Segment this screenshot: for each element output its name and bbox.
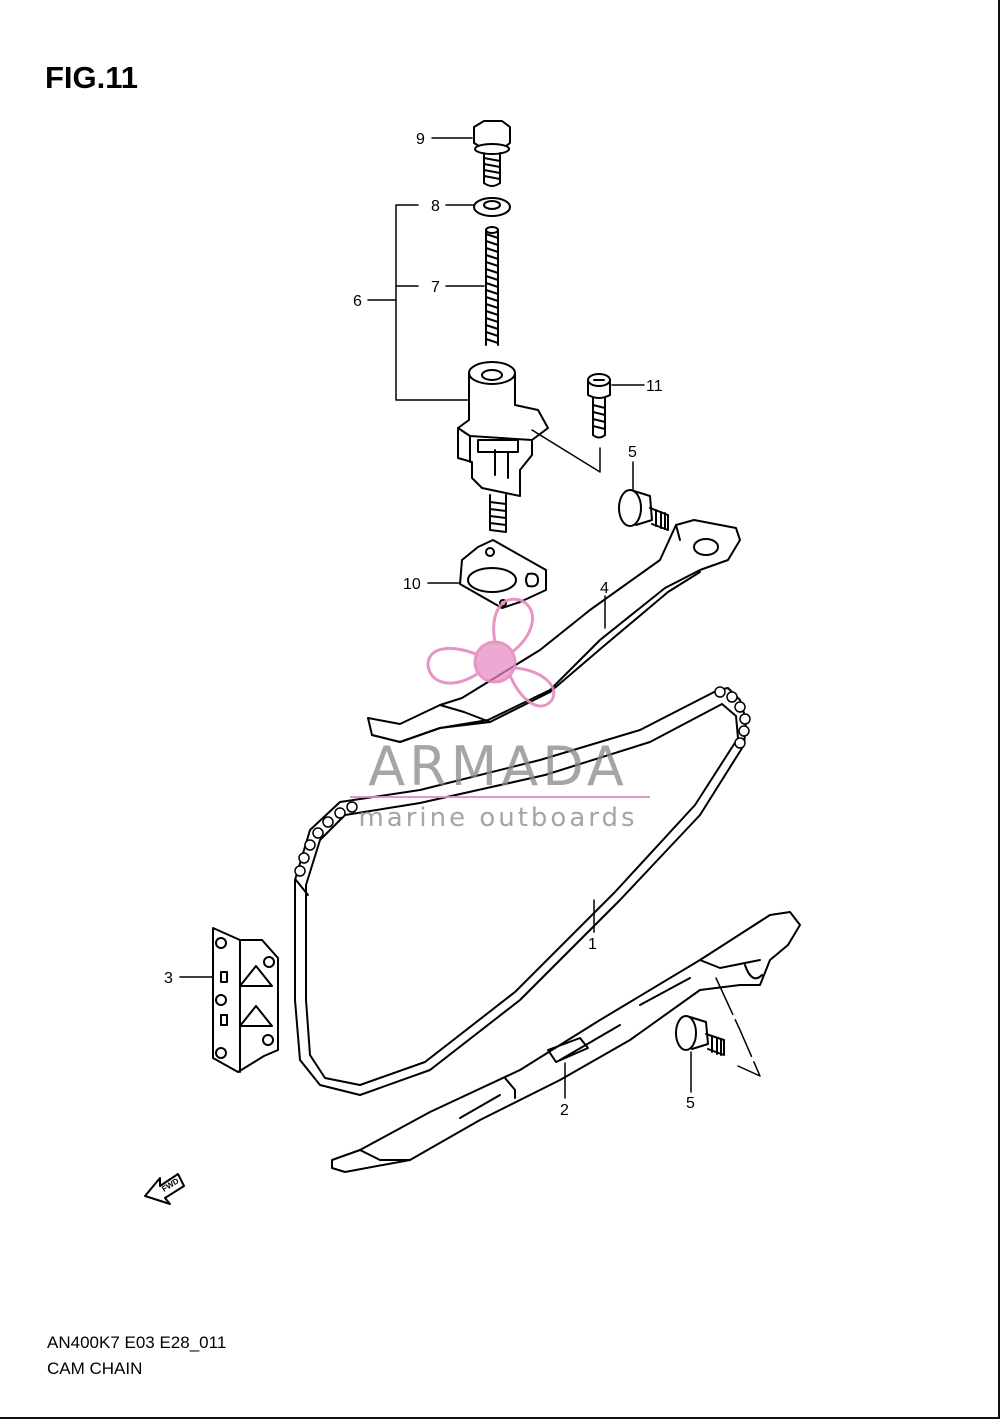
callout-1: 1 (588, 936, 597, 953)
callout-3: 3 (164, 970, 173, 987)
propeller-logo-icon (426, 597, 556, 708)
callout-7: 7 (431, 279, 440, 296)
callout-6: 6 (353, 293, 362, 310)
figure-title: FIG.11 (45, 60, 139, 95)
tensioner-bolt-part (473, 120, 511, 187)
callout-4: 4 (600, 580, 609, 597)
figure-code: AN400K7 E03 E28_011 (47, 1333, 227, 1352)
chain-stopper-part (212, 927, 279, 1073)
socket-bolt-part (587, 373, 611, 439)
fwd-arrow-icon (144, 1173, 185, 1205)
figure-caption: CAM CHAIN (47, 1359, 143, 1378)
guide-bolt-upper-part (618, 489, 669, 531)
callout-8: 8 (431, 198, 440, 215)
callout-11: 11 (646, 378, 663, 395)
cam-chain-tensioner-part (457, 361, 601, 533)
gasket-part (459, 539, 547, 609)
lower-chain-guide-part (331, 911, 801, 1173)
callout-2: 2 (560, 1102, 569, 1119)
guide-bolt-lower-part (675, 1015, 725, 1056)
washer-part (473, 197, 511, 217)
watermark-brand: ARMADA (368, 735, 628, 798)
cam-chain-part (294, 686, 751, 1096)
callout-5-lower: 5 (686, 1095, 695, 1112)
tensioner-spring-part (485, 226, 499, 346)
upper-chain-guide-part (367, 519, 741, 743)
callout-9: 9 (416, 131, 425, 148)
armada-watermark: ARMADA marine outboards (350, 597, 650, 833)
callout-5-upper: 5 (628, 444, 637, 461)
callout-10: 10 (403, 576, 421, 593)
watermark-tagline: marine outboards (358, 803, 637, 833)
